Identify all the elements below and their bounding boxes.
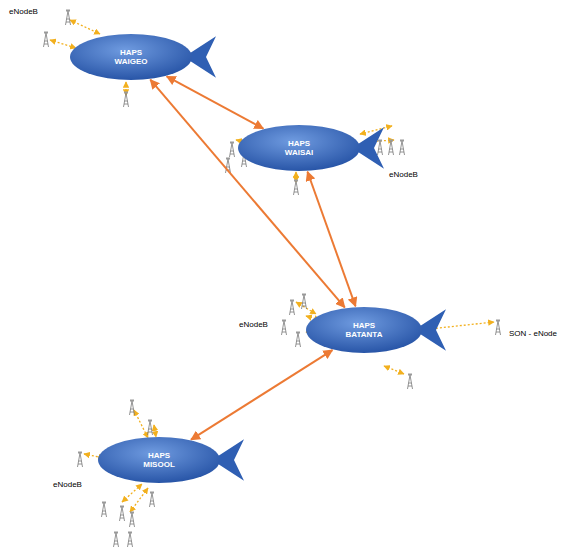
enodeb-label: eNodeB [238,320,269,329]
airship-label: HAPS WAISAI [273,139,325,157]
airship-label: HAPS BATANTA [338,321,390,339]
backhaul-link [307,172,355,307]
enodeb-label: SON - eNode [508,329,558,338]
haps-airship: HAPS BATANTA [306,307,422,353]
backhaul-link [167,76,264,128]
enodeb-label: eNodeB [52,480,83,489]
haps-airship: HAPS WAIGEO [70,34,192,80]
haps-airship: HAPS MISOOL [98,437,220,483]
backhaul-link [191,350,332,440]
enodeb-label: eNodeB [388,170,419,179]
haps-airship: HAPS WAISAI [238,125,360,171]
enodeb-label: eNodeB [8,7,39,16]
airship-label: HAPS WAIGEO [105,48,157,66]
airship-label: HAPS MISOOL [133,451,185,469]
